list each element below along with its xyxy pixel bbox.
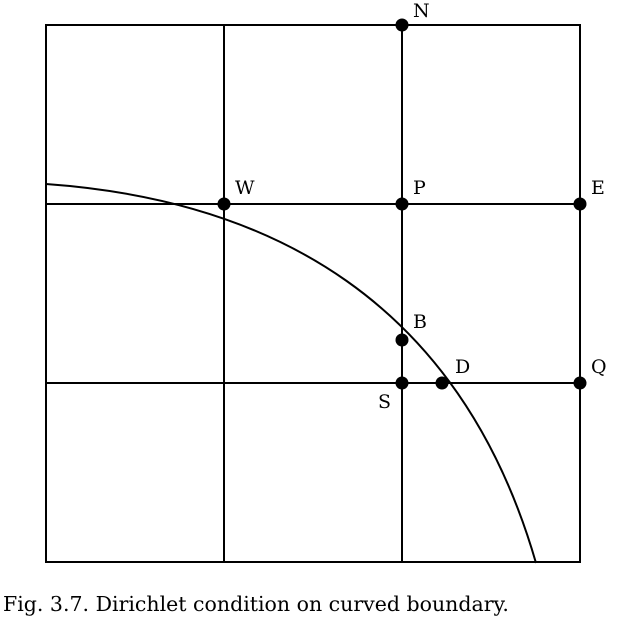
point-S-marker bbox=[395, 376, 409, 390]
grid-frame bbox=[45, 24, 581, 563]
point-D-marker bbox=[435, 376, 449, 390]
point-D: D bbox=[435, 356, 470, 390]
point-Q: Q bbox=[573, 356, 607, 390]
point-E-label: E bbox=[591, 177, 605, 199]
point-N-label: N bbox=[413, 0, 430, 22]
point-N-marker bbox=[395, 18, 409, 32]
point-Q-marker bbox=[573, 376, 587, 390]
point-S-label: S bbox=[378, 391, 391, 413]
figure-caption: Fig. 3.7. Dirichlet condition on curved … bbox=[3, 592, 509, 616]
point-W-marker bbox=[217, 197, 231, 211]
curved-boundary bbox=[45, 183, 537, 564]
point-E: E bbox=[573, 177, 605, 211]
point-P: P bbox=[395, 177, 426, 211]
point-E-marker bbox=[573, 197, 587, 211]
point-N: N bbox=[395, 0, 430, 32]
point-D-label: D bbox=[455, 356, 470, 378]
point-W: W bbox=[217, 177, 255, 211]
finite-difference-grid-diagram: N W P E B S D Q bbox=[45, 0, 607, 564]
point-S: S bbox=[378, 376, 409, 413]
point-P-marker bbox=[395, 197, 409, 211]
point-B-marker bbox=[395, 333, 409, 347]
point-B: B bbox=[395, 311, 427, 347]
point-W-label: W bbox=[235, 177, 255, 199]
point-B-label: B bbox=[413, 311, 427, 333]
point-P-label: P bbox=[413, 177, 426, 199]
point-Q-label: Q bbox=[591, 356, 607, 378]
